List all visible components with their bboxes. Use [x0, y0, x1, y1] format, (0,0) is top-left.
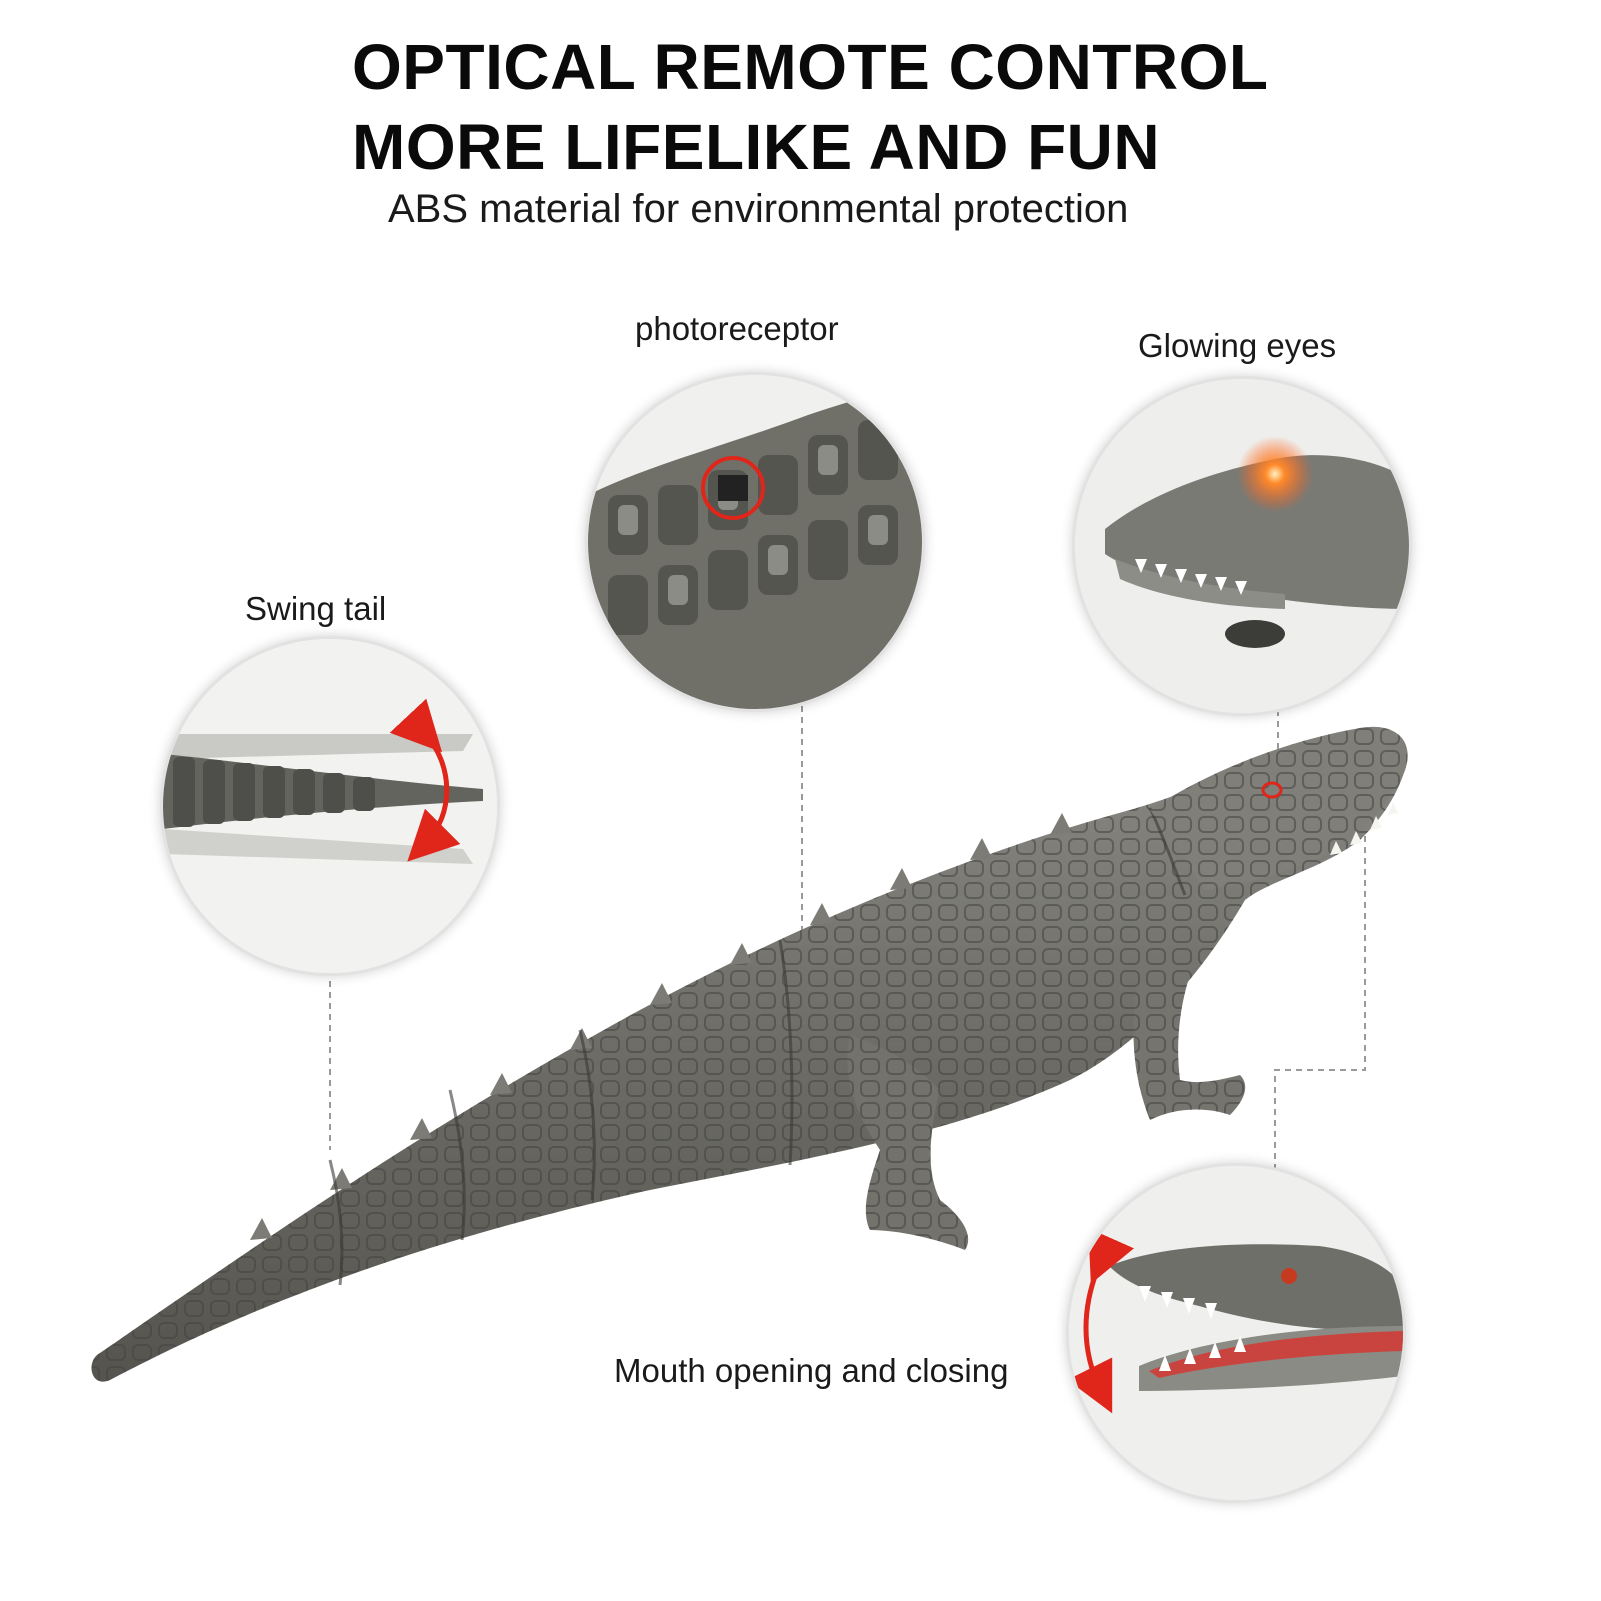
label-photoreceptor: photoreceptor	[635, 310, 839, 347]
glow-icon	[1237, 436, 1313, 512]
detail-photoreceptor	[585, 372, 925, 712]
label-mouth: Mouth opening and closing	[614, 1352, 1009, 1389]
detail-glowing-eyes	[1072, 376, 1412, 716]
target-ring-icon	[701, 456, 765, 520]
double-arrow-icon	[389, 698, 461, 862]
double-arrow-icon	[1069, 1228, 1134, 1414]
label-glowing-eyes: Glowing eyes	[1138, 327, 1337, 364]
detail-swing-tail	[160, 636, 500, 976]
subtitle: ABS material for environmental protectio…	[388, 187, 1129, 231]
main-eye-icon	[1261, 781, 1283, 799]
headline-line-1: OPTICAL REMOTE CONTROL	[352, 31, 1269, 103]
headline-line-2: MORE LIFELIKE AND FUN	[352, 111, 1161, 183]
detail-mouth	[1066, 1163, 1406, 1503]
label-swing-tail: Swing tail	[245, 590, 387, 627]
